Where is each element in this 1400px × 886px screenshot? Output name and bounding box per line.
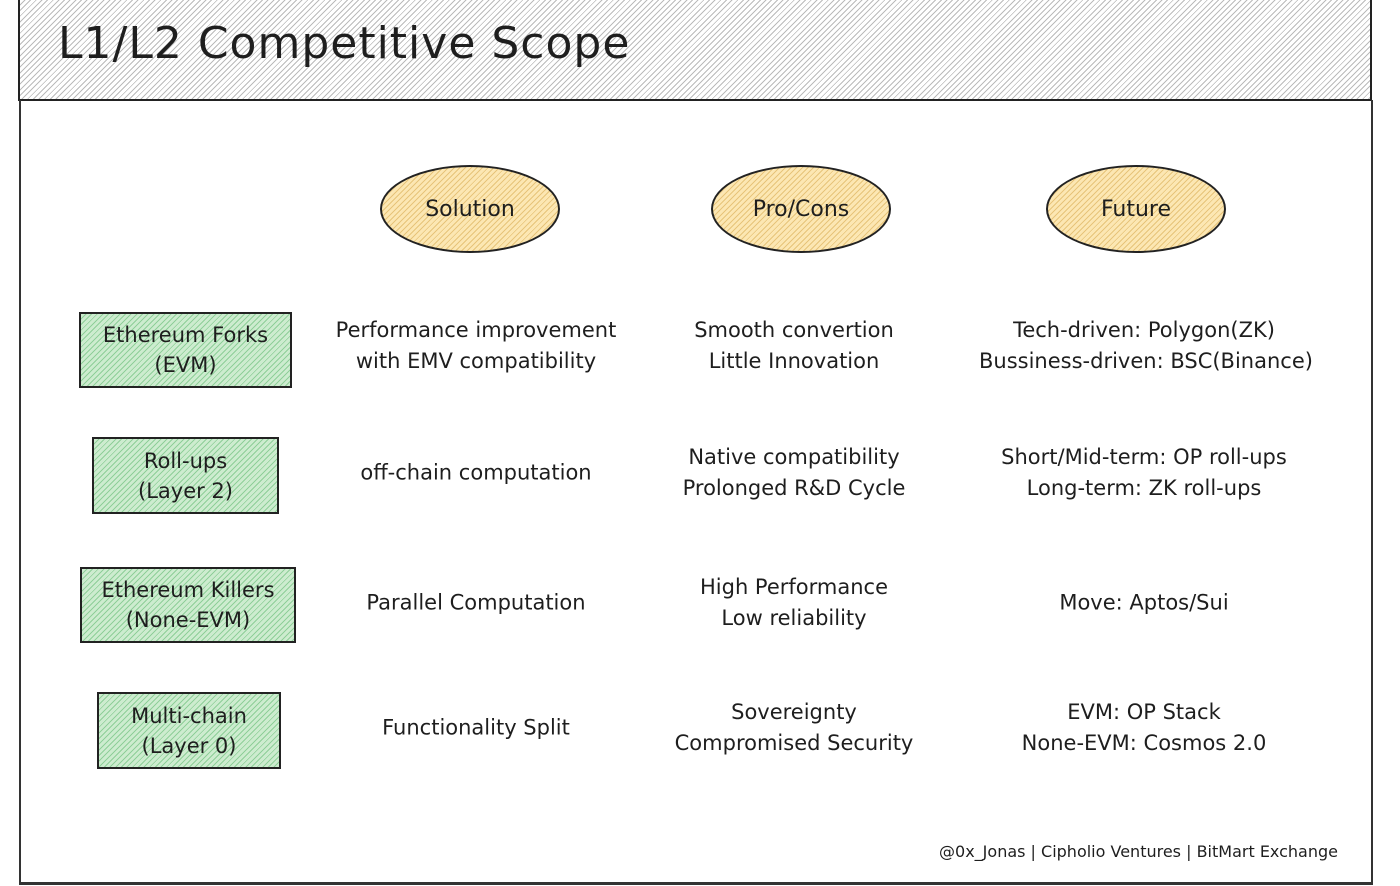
procons-text: Compromised Security [674, 731, 914, 755]
procons-text: High Performance [699, 575, 888, 599]
diagram-frame [19, 100, 1373, 885]
future-text: EVM: OP Stack [1067, 700, 1221, 724]
category-label: (Layer 0) [141, 733, 237, 758]
procons-text: Prolonged R&D Cycle [682, 476, 906, 500]
category-label: Ethereum Killers [101, 578, 275, 602]
category-box: Ethereum Killers (None-EVM) [80, 567, 296, 643]
category-label: (None-EVM) [125, 608, 251, 632]
column-header-future: Future [1046, 165, 1226, 253]
category-label: (EVM) [154, 353, 217, 377]
future-text: Bussiness-driven: BSC(Binance) [979, 349, 1313, 373]
category-label: (Layer 2) [138, 478, 233, 503]
category-label: Multi-chain [131, 703, 247, 728]
solution-text: with EMV compatibility [355, 349, 597, 373]
future-cell: Tech-driven: Polygon(ZK) Bussiness-driven… [979, 315, 1313, 377]
column-header-procons: Pro/Cons [711, 165, 891, 253]
header-banner [18, 0, 1372, 101]
solution-cell: Functionality Split [311, 713, 641, 744]
category-label: Ethereum Forks [102, 323, 269, 347]
credit-line: @0x_Jonas | Cipholio Ventures | BitMart … [939, 842, 1338, 861]
procons-text: Native compatibility [688, 445, 900, 469]
procons-text: Low reliability [721, 606, 867, 630]
future-text: Short/Mid-term: OP roll-ups [1001, 445, 1287, 469]
column-header-solution: Solution [380, 165, 560, 253]
solution-text: Functionality Split [382, 715, 570, 740]
future-text: None-EVM: Cosmos 2.0 [1021, 731, 1267, 755]
procons-text: Little Innovation [708, 349, 880, 373]
future-text: Long-term: ZK roll-ups [1026, 476, 1262, 500]
procons-text: Smooth convertion [694, 318, 894, 342]
solution-text: Performance improvement [335, 318, 617, 342]
solution-cell: Parallel Computation [311, 588, 641, 619]
future-text: Move: Aptos/Sui [1059, 590, 1229, 615]
solution-text: Parallel Computation [366, 590, 586, 615]
category-box: Multi-chain (Layer 0) [97, 692, 281, 769]
category-box: Roll-ups (Layer 2) [92, 437, 279, 514]
category-box: Ethereum Forks (EVM) [79, 312, 292, 388]
page-title: L1/L2 Competitive Scope [58, 18, 631, 69]
future-cell: Move: Aptos/Sui [979, 588, 1309, 619]
solution-cell: off-chain computation [311, 458, 641, 489]
future-text: Tech-driven: Polygon(ZK) [1013, 318, 1275, 342]
procons-text: Sovereignty [731, 700, 857, 724]
solution-cell: Performance improvement with EMV compatib… [311, 315, 641, 377]
solution-text: off-chain computation [360, 460, 592, 485]
category-label: Roll-ups [143, 448, 228, 473]
